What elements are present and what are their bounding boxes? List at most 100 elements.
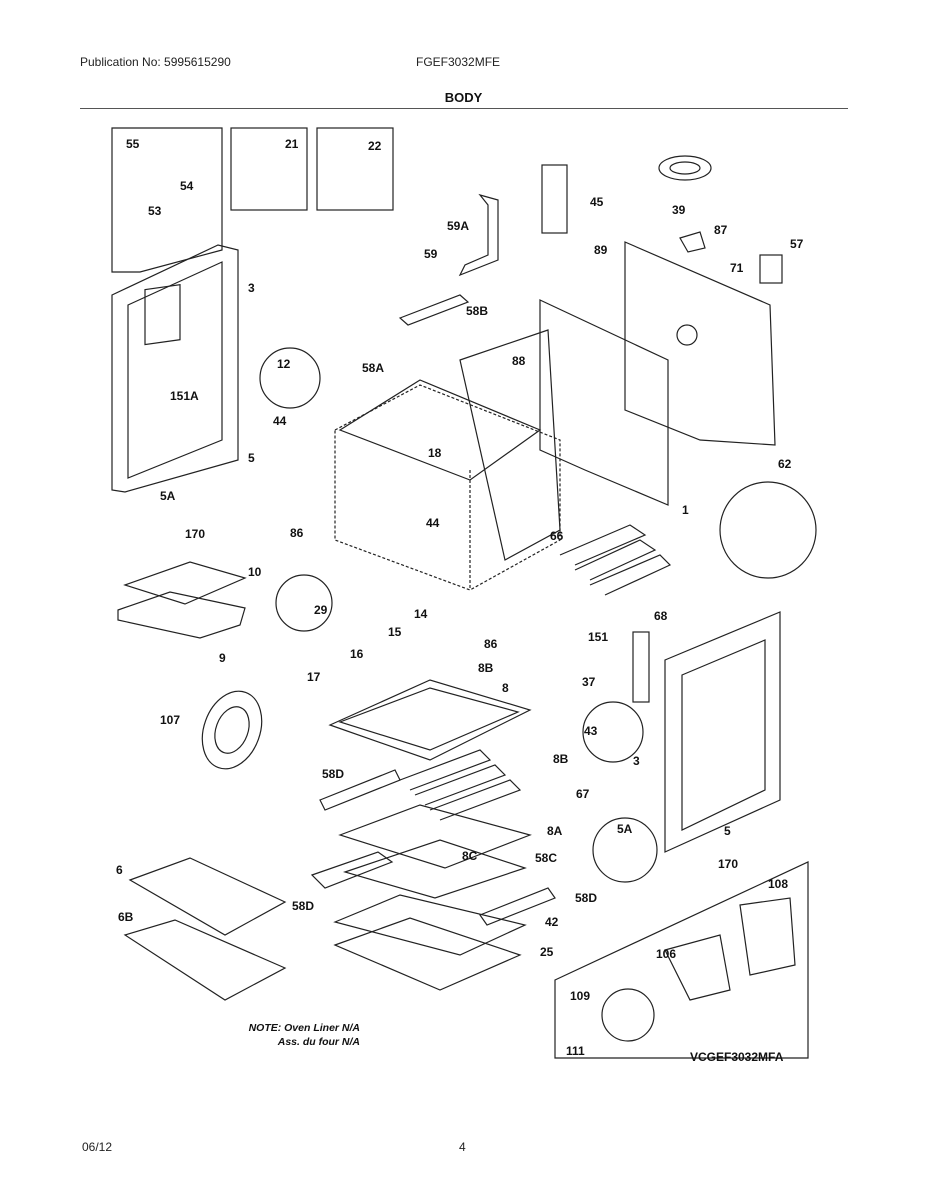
part-label: 87 xyxy=(714,223,728,237)
part-label: 12 xyxy=(277,357,291,371)
part-label: 58B xyxy=(466,304,488,318)
part-label: 15 xyxy=(388,625,402,639)
part-label: 5 xyxy=(724,824,731,838)
part-label: 5A xyxy=(617,822,633,836)
part-label: 8A xyxy=(547,824,563,838)
part-label: 66 xyxy=(550,529,564,543)
part-label: 6B xyxy=(118,910,134,924)
fan-blade-109 xyxy=(601,988,655,1042)
detail-circle-12 xyxy=(259,347,321,409)
part-label: 42 xyxy=(545,915,559,929)
bake-element-67 xyxy=(399,749,522,821)
part-label: 21 xyxy=(285,137,299,151)
page-number: 4 xyxy=(459,1140,466,1154)
part-label: 59A xyxy=(447,219,469,233)
back-panel-1 xyxy=(539,299,669,506)
inset-box-22 xyxy=(316,127,394,211)
detail-circle-43 xyxy=(582,701,644,763)
left-door xyxy=(111,244,239,493)
footer-date: 06/12 xyxy=(82,1140,113,1154)
part-label: 8C xyxy=(462,849,478,863)
part-label: 14 xyxy=(414,607,428,621)
part-label: 62 xyxy=(778,457,792,471)
note-line-2: Ass. du four N/A xyxy=(277,1036,360,1048)
part-label: 68 xyxy=(654,609,668,623)
part-label: 88 xyxy=(512,354,526,368)
publication-number: Publication No: 5995615290 xyxy=(80,55,231,69)
part-label: 10 xyxy=(248,565,262,579)
broil-pan-9 xyxy=(117,591,246,639)
part-label: 59 xyxy=(424,247,438,261)
part-label: 58A xyxy=(362,361,384,375)
part-label: 151 xyxy=(588,630,608,644)
part-label: 44 xyxy=(426,516,440,530)
detail-circle-62 xyxy=(719,481,817,579)
part-label: 1 xyxy=(682,503,689,517)
fan-cover-107 xyxy=(201,690,263,770)
insulation-58a xyxy=(338,379,542,481)
inset-box-21 xyxy=(230,127,308,211)
part-label: 44 xyxy=(273,414,287,428)
part-label: 8B xyxy=(478,661,494,675)
insulation-58b xyxy=(459,329,561,561)
diagram-code: VCGEF3032MFA xyxy=(690,1050,784,1064)
page-title: BODY xyxy=(444,90,483,105)
part-label: 54 xyxy=(180,179,194,193)
part-label: 86 xyxy=(484,637,498,651)
motor-108 xyxy=(739,897,796,976)
oven-bottom-8 xyxy=(328,679,532,761)
bracket-45 xyxy=(541,164,568,234)
part-label: 5 xyxy=(248,451,255,465)
part-label: 8B xyxy=(553,752,569,766)
part-label: 3 xyxy=(248,281,255,295)
part-label: 53 xyxy=(148,204,162,218)
part-label: 8 xyxy=(502,681,509,695)
broil-element-66 xyxy=(559,524,672,596)
rear-panel-71 xyxy=(624,241,776,446)
part-label: 107 xyxy=(160,713,180,727)
part-label: 39 xyxy=(672,203,686,217)
part-label: 16 xyxy=(350,647,364,661)
bracket-106 xyxy=(664,934,731,1001)
convection-fan-box xyxy=(554,861,809,1059)
part-label: 45 xyxy=(590,195,604,209)
oven-rack-6b xyxy=(123,919,287,1001)
part-label: 9 xyxy=(219,651,226,665)
part-label: 22 xyxy=(368,139,382,153)
part-label: 111 xyxy=(566,1044,585,1058)
part-label: 37 xyxy=(582,675,596,689)
part-label: 55 xyxy=(126,137,140,151)
part-label: 151A xyxy=(170,389,199,403)
note-line-1: NOTE: Oven Liner N/A xyxy=(248,1022,360,1034)
oven-cavity xyxy=(334,384,561,591)
part-label: 58C xyxy=(535,851,557,865)
part-label: 58D xyxy=(292,899,314,913)
part-label: 86 xyxy=(290,526,304,540)
part-label: 6 xyxy=(116,863,123,877)
part-label: 170 xyxy=(185,527,205,541)
part-label: 106 xyxy=(656,947,676,961)
power-cord-39 xyxy=(658,155,712,181)
part-label: 57 xyxy=(790,237,804,251)
header-divider xyxy=(80,108,848,109)
part-label: 25 xyxy=(540,945,554,959)
model-number: FGEF3032MFE xyxy=(416,55,501,69)
detail-circle-5a xyxy=(592,817,658,883)
right-door xyxy=(664,611,781,853)
part-label: 71 xyxy=(730,261,744,275)
part-label: 109 xyxy=(570,989,590,1003)
part-label: 3 xyxy=(633,754,640,768)
detail-circle-29 xyxy=(275,574,333,632)
inset-box-probe xyxy=(111,127,223,273)
part-label: 18 xyxy=(428,446,442,460)
oven-rack-6 xyxy=(128,857,287,936)
broil-grid-10 xyxy=(123,561,247,605)
part-label: 108 xyxy=(768,877,788,891)
part-label: 58D xyxy=(322,767,344,781)
part-label: 17 xyxy=(307,670,321,684)
part-label: 5A xyxy=(160,489,176,503)
part-label: 89 xyxy=(594,243,608,257)
part-label: 58D xyxy=(575,891,597,905)
part-label: 29 xyxy=(314,603,328,617)
